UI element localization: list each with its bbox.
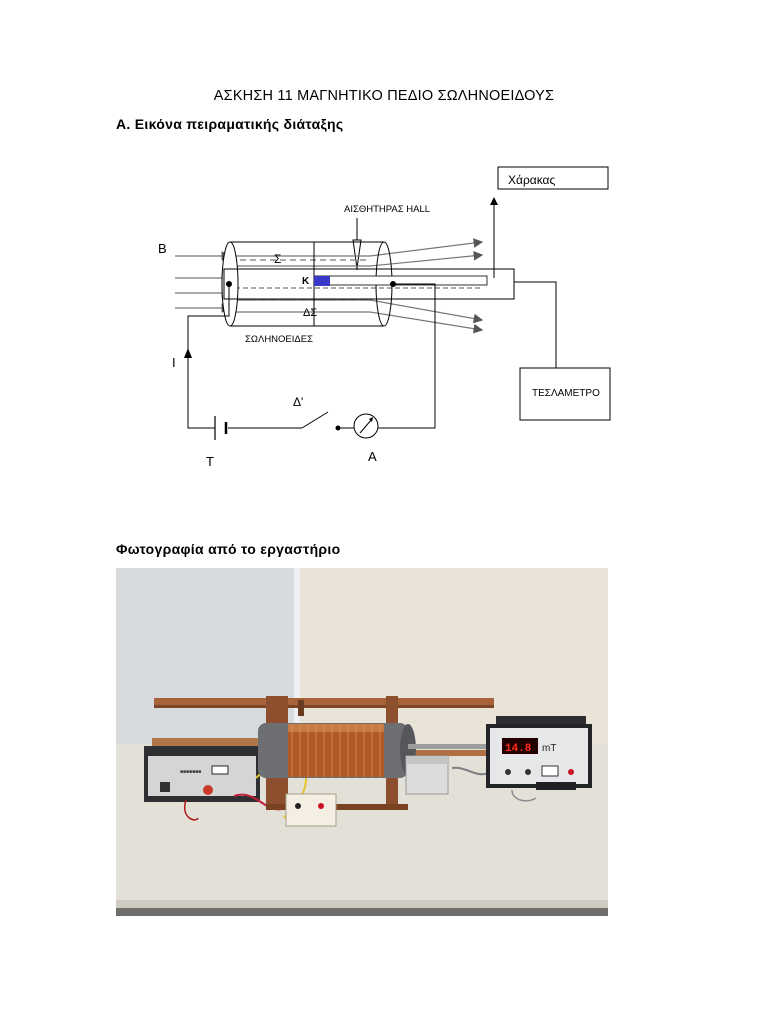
k-label: Κ	[302, 276, 310, 287]
hall-probe-tip	[352, 239, 362, 269]
switch-label: Δ'	[293, 395, 303, 409]
sigma-label: Σ	[274, 252, 281, 266]
battery-label: Τ	[206, 454, 214, 469]
teslameter-box	[519, 367, 611, 421]
hall-sensor-element	[314, 276, 330, 286]
photo-heading: Φωτογραφία από το εργαστήριο	[116, 541, 341, 557]
current-label: I	[172, 355, 176, 370]
ruler-label: Χάρακας	[508, 173, 555, 187]
experimental-setup-diagram: Χάρακας ΑΙΣΘΗΤΗΡΑΣ HALL B Σ Κ ΔΣ ΣΩΛΗΝΟΕ…	[158, 166, 611, 469]
current-arrow	[184, 348, 192, 358]
ammeter-label: Α	[368, 449, 377, 464]
ruler-box	[497, 166, 609, 190]
battery	[214, 416, 228, 440]
ammeter	[353, 413, 379, 439]
lab-photo: ■■■■■■■	[116, 568, 608, 916]
teslameter-label: ΤΕΣΛΑΜΕΤΡΟ	[532, 388, 600, 399]
field-label: B	[158, 241, 167, 256]
delta-sigma-label: ΔΣ	[303, 307, 317, 319]
field-lines	[175, 238, 484, 334]
svg-text:■■■■■■■: ■■■■■■■	[180, 769, 201, 775]
section-a-heading: Α. Εικόνα πειραματικής διάταξης	[116, 116, 344, 132]
meter-unit: mT	[542, 743, 556, 754]
switch-contact	[335, 425, 341, 431]
switch	[301, 411, 329, 429]
circuit-wires	[187, 281, 557, 429]
page-title: ΑΣΚΗΣΗ 11 ΜΑΓΝΗΤΙΚΟ ΠΕΔΙΟ ΣΩΛΗΝΟΕΙΔΟΥΣ	[213, 88, 555, 104]
solenoid-label: ΣΩΛΗΝΟΕΙΔΕΣ	[245, 334, 313, 345]
meter-reading: 14.8	[505, 743, 532, 755]
hall-probe-label: ΑΙΣΘΗΤΗΡΑΣ HALL	[344, 204, 430, 215]
probe-tube	[223, 268, 515, 300]
